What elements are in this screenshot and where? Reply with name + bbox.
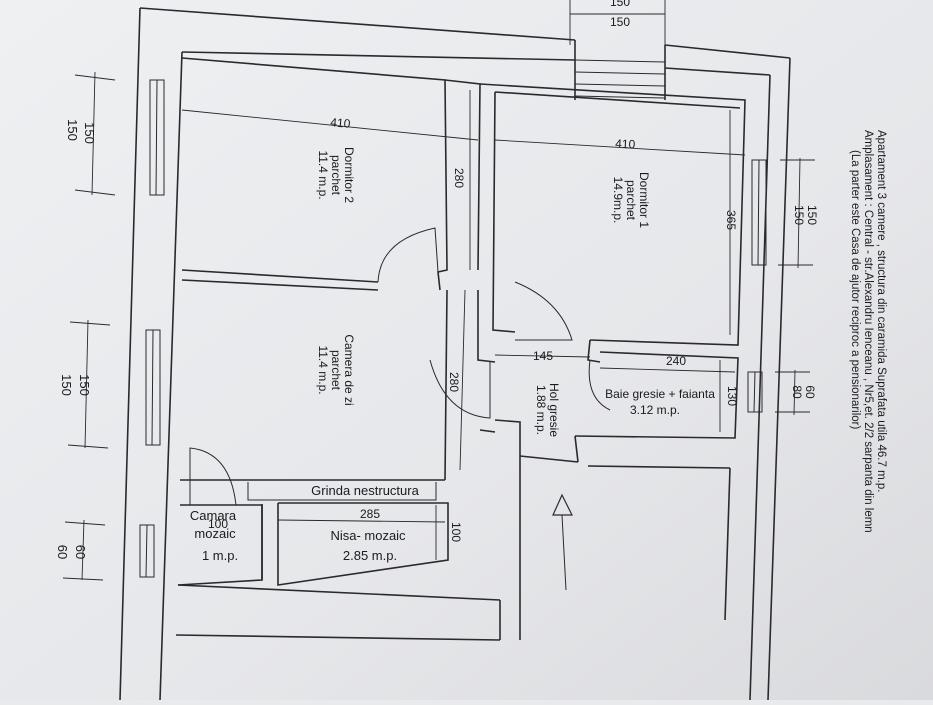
room-area: 14.9m.p. bbox=[611, 177, 625, 224]
room-name: Dormitor 1 bbox=[637, 172, 651, 228]
doors bbox=[189, 227, 611, 506]
dim-right-window-2a: 60 bbox=[803, 385, 817, 399]
header-line-3: (La parter este Casa de ajutor reciproc … bbox=[849, 150, 861, 430]
dim-top-window-a: 150 bbox=[610, 0, 630, 9]
dim-right-window-2b: 80 bbox=[790, 385, 804, 399]
room-name: Dormitor 2 bbox=[342, 147, 356, 203]
room-nisa: Nisa- mozaic 2.85 m.p. bbox=[330, 528, 406, 563]
entrance-arrow bbox=[552, 493, 573, 591]
room-camara: Camara mozaic 1 m.p. bbox=[190, 508, 238, 563]
dim-camara-width: 100 bbox=[208, 517, 228, 531]
dim-nisa-depth: 100 bbox=[449, 522, 463, 542]
dim-left-window-1b: 150 bbox=[65, 119, 80, 141]
room-floor: mozaic bbox=[194, 526, 236, 541]
windows bbox=[139, 79, 767, 578]
outer-walls bbox=[119, 7, 791, 701]
dim-dorm1-depth: 365 bbox=[724, 210, 738, 230]
room-area: 11.4 m.p. bbox=[316, 345, 330, 394]
room-area: 3.12 m.p. bbox=[630, 403, 680, 417]
dim-left-window-1a: 150 bbox=[82, 122, 97, 144]
dim-left-window-3a: 60 bbox=[73, 545, 88, 559]
beam-label: Grinda nestructura bbox=[311, 483, 419, 498]
room-area: 2.85 m.p. bbox=[343, 548, 397, 563]
dim-left-window-2a: 150 bbox=[77, 374, 92, 396]
room-baie: Baie gresie + faianta 3.12 m.p. bbox=[605, 387, 715, 417]
room-floor: parchet bbox=[329, 155, 343, 196]
room-camera-de-zi: Camera de zi parchet 11.4 m.p. bbox=[316, 334, 356, 405]
room-name: Baie gresie + faianta bbox=[605, 387, 715, 401]
dim-bath-width: 240 bbox=[666, 354, 686, 368]
room-dormitor-1: Dormitor 1 parchet 14.9m.p. bbox=[611, 172, 651, 228]
room-area: 1.88 m.p. bbox=[534, 385, 548, 435]
dim-living-depth: 280 bbox=[447, 372, 461, 392]
dimension-labels: 150 150 410 410 280 365 280 145 240 130 … bbox=[55, 0, 819, 559]
room-floor: parchet bbox=[624, 180, 638, 221]
room-hol: Hol gresie 1.88 m.p. bbox=[534, 383, 561, 437]
dim-left-window-2b: 150 bbox=[59, 374, 74, 396]
room-area: 1 m.p. bbox=[202, 548, 238, 563]
room-area: 11.4 m.p. bbox=[316, 150, 330, 199]
room-floor: parchet bbox=[329, 350, 343, 391]
room-dormitor-2: Dormitor 2 parchet 11.4 m.p. bbox=[316, 147, 356, 203]
dim-dorm1-width: 410 bbox=[615, 136, 636, 151]
header-line-2: Amplasament : Central - str.Alexandru Ie… bbox=[862, 130, 874, 533]
room-name: Hol gresie bbox=[547, 383, 561, 437]
interior-walls bbox=[175, 57, 746, 641]
dim-bath-depth: 130 bbox=[725, 386, 739, 406]
dim-nisa-width: 285 bbox=[360, 507, 380, 521]
dim-left-window-3b: 60 bbox=[55, 545, 70, 559]
dim-right-window-1b: 150 bbox=[792, 205, 806, 225]
header-line-1: Apartament 3 camere , structura din cara… bbox=[875, 130, 887, 492]
dim-dorm2-depth: 280 bbox=[452, 168, 466, 188]
dimension-lines bbox=[62, 0, 815, 581]
header-block: Apartament 3 camere , structura din cara… bbox=[849, 130, 887, 533]
dim-right-window-1a: 150 bbox=[805, 205, 819, 225]
dim-dorm2-width: 410 bbox=[330, 115, 351, 131]
dim-hall-width: 145 bbox=[533, 349, 553, 363]
dim-top-window-b: 150 bbox=[610, 15, 630, 29]
room-name: Camara bbox=[190, 508, 237, 523]
room-name: Nisa- mozaic bbox=[330, 528, 406, 543]
room-name: Camera de zi bbox=[342, 334, 356, 405]
